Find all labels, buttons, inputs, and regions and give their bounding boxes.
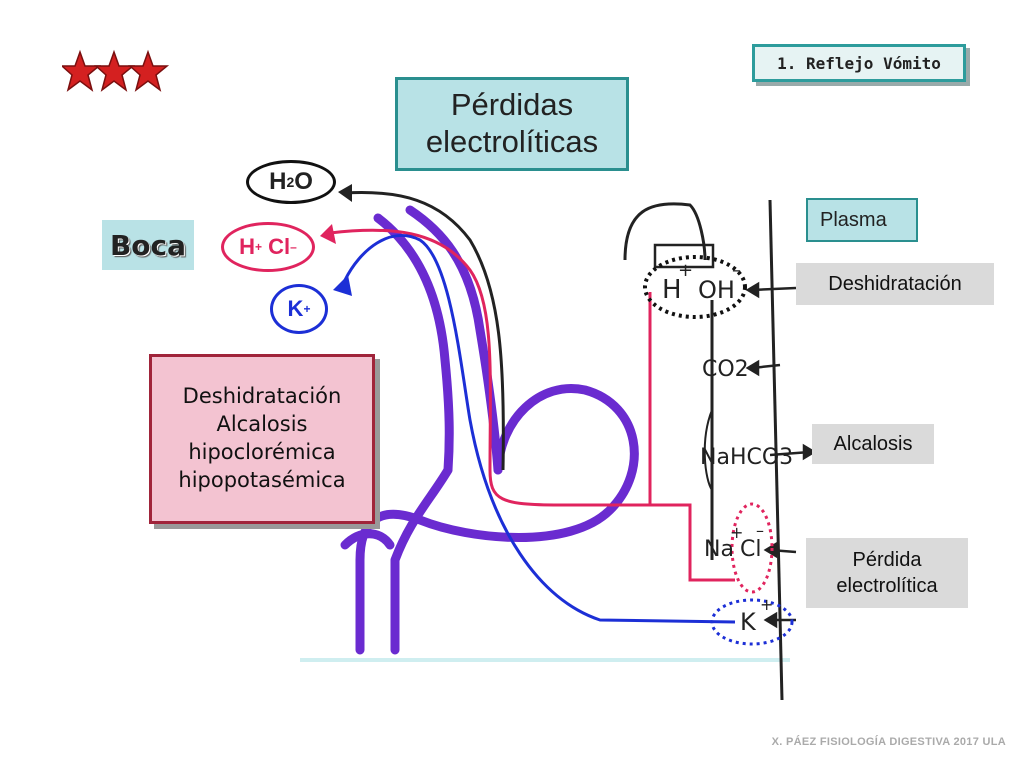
acid-path	[329, 228, 735, 582]
hcl-cl-sup: –	[290, 240, 297, 254]
h2o-tail: O	[294, 168, 313, 195]
slide-tag: 1. Reflejo Vómito	[752, 44, 966, 82]
k-dotted-oval	[710, 598, 794, 646]
summary-line-2: Alcalosis	[216, 412, 308, 437]
hand-na: Na	[704, 537, 734, 562]
perdida-line-1: Pérdida	[852, 548, 922, 571]
perdida-line-2: electrolítica	[836, 575, 938, 597]
stomach-outline	[340, 205, 639, 655]
deshidratacion-label: Deshidratación	[796, 263, 994, 305]
k-base: K	[287, 296, 304, 321]
hcl-bubble: H+ Cl–	[221, 222, 315, 272]
hcl-h-sup: +	[255, 240, 263, 254]
hand-na-sup: +	[730, 523, 743, 542]
hoh-dotted-oval	[643, 255, 747, 319]
title-line-2: electrolíticas	[425, 124, 599, 159]
hand-k-sup: +	[760, 595, 773, 614]
h2o-sub: 2	[286, 174, 295, 190]
hand-nahco3: NaHCO3	[700, 445, 793, 470]
hcl-cl: Cl	[268, 234, 291, 259]
h2o-base: H	[269, 168, 287, 195]
hand-oh: OH	[698, 276, 735, 304]
water-path	[344, 191, 505, 471]
plasma-label: Plasma	[806, 198, 918, 242]
stars-icon	[62, 49, 170, 92]
alcalosis-label: Alcalosis	[812, 424, 934, 464]
boca-label: Boca	[102, 220, 194, 270]
hand-cl: Cl	[740, 537, 761, 562]
k-sup: +	[303, 302, 311, 316]
title-line-1: Pérdidas	[450, 87, 574, 123]
hand-h-sup: +	[678, 260, 693, 281]
summary-line-1: Deshidratación	[182, 384, 342, 409]
k-bubble: K+	[270, 284, 328, 334]
perdida-electrolitica-label: Pérdida electrolítica	[806, 538, 968, 608]
summary-box: Deshidratación Alcalosis hipoclorémica h…	[149, 354, 375, 524]
footer-credit: X. PÁEZ FISIOLOGÍA DIGESTIVA 2017 ULA	[771, 736, 1006, 748]
page-title: Pérdidas electrolíticas	[395, 77, 629, 171]
cl-dotted-oval	[730, 502, 774, 594]
hand-oh-sup: –	[732, 260, 741, 281]
hand-k: K	[740, 608, 757, 636]
potassium-path	[343, 234, 736, 624]
summary-line-4: hipopotasémica	[178, 467, 346, 492]
hand-cl-sup: –	[756, 521, 764, 540]
hand-h: H	[662, 275, 682, 305]
hand-co2: CO2	[702, 357, 749, 382]
summary-line-3: hipoclorémica	[188, 440, 336, 464]
hcl-h: H	[239, 234, 256, 259]
